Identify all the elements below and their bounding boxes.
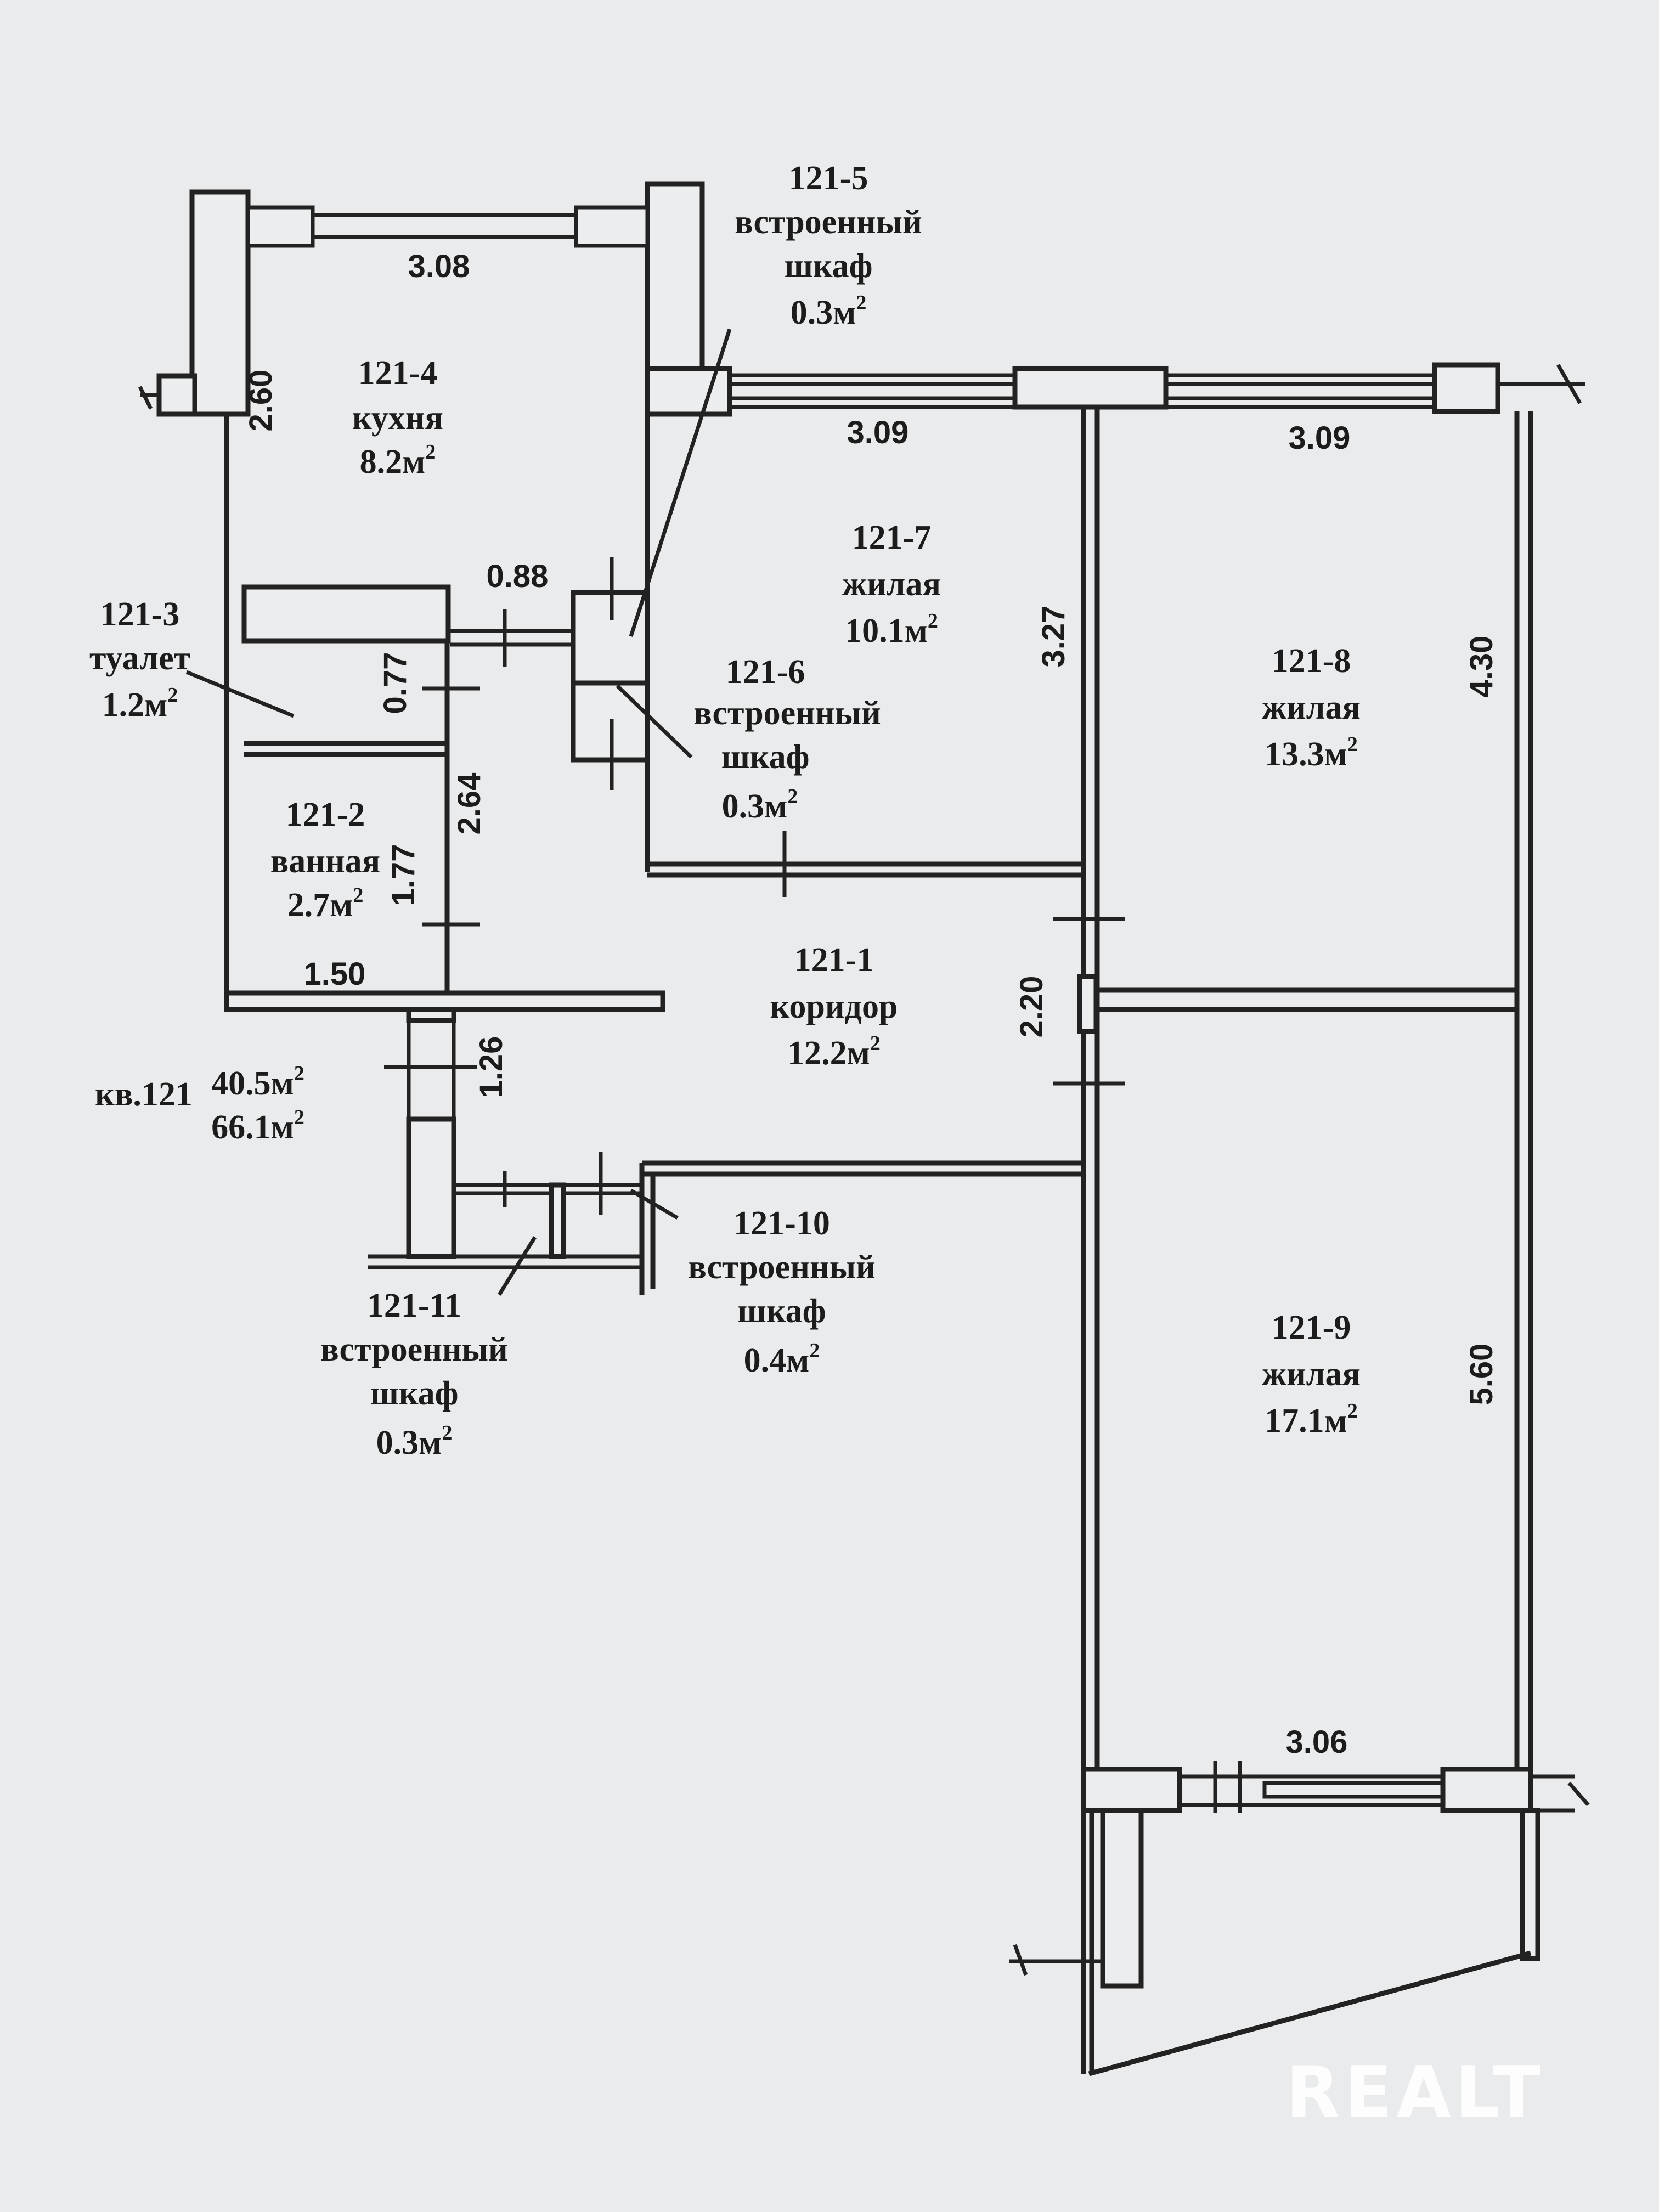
dim-kitchen-depth: 2.60 <box>243 370 279 432</box>
apartment-label: кв.121 <box>95 1076 193 1113</box>
room-label-121-5: 121-5 встроенный шкаф 0.3м2 <box>735 160 922 331</box>
room-8-walls <box>1053 362 1585 1772</box>
room-label-121-1: 121-1 коридор 12.2м2 <box>770 941 898 1072</box>
living-area: 40.5м <box>211 1065 294 1102</box>
room-name: жилая <box>842 566 941 603</box>
svg-text:8.2м2: 8.2м2 <box>360 441 436 481</box>
room-label-121-11: 121-11 встроенный шкаф 0.3м2 <box>320 1287 508 1462</box>
svg-text:0.3м2: 0.3м2 <box>376 1421 453 1462</box>
apartment-summary: кв.121 40.5м2 66.1м2 <box>95 1062 304 1146</box>
dim-bath-corridor: 2.64 <box>452 773 487 835</box>
room-id: 121-9 <box>1272 1309 1351 1346</box>
room-area: 10.1м <box>845 612 928 650</box>
dim-room7-depth: 3.27 <box>1036 606 1071 668</box>
dim-room9-width: 3.06 <box>1286 1724 1348 1760</box>
dim-entry: 1.26 <box>473 1036 509 1098</box>
room-label-121-10: 121-10 встроенный шкаф 0.4м2 <box>688 1205 876 1379</box>
svg-text:13.3м2: 13.3м2 <box>1265 733 1358 773</box>
room-name-1: встроенный <box>735 204 922 241</box>
room-area: 2.7м <box>287 887 353 924</box>
room-9-walls <box>1009 1761 1590 2076</box>
room-name: ванная <box>270 843 380 880</box>
svg-text:10.1м2: 10.1м2 <box>845 610 938 650</box>
room-name: туалет <box>89 640 190 677</box>
room-area: 0.3м <box>376 1424 442 1462</box>
room-area: 0.3м <box>791 294 856 331</box>
room-label-121-4: 121-4 кухня 8.2м2 <box>352 354 443 481</box>
closet-walls <box>571 557 650 790</box>
room-id: 121-10 <box>733 1205 830 1242</box>
dim-room8-width: 3.09 <box>1289 420 1351 456</box>
svg-text:40.5м2: 40.5м2 <box>211 1062 304 1102</box>
room-name-1: встроенный <box>688 1249 876 1286</box>
dim-room7-width: 3.09 <box>847 415 909 450</box>
svg-text:1.2м2: 1.2м2 <box>102 684 178 724</box>
dimension-labels: 3.08 2.60 3.09 3.09 3.27 4.30 0.88 0.77 … <box>243 249 1499 1760</box>
bathroom-walls <box>224 584 665 1012</box>
room-id: 121-4 <box>358 354 438 392</box>
room-label-121-8: 121-8 жилая 13.3м2 <box>1262 642 1361 773</box>
dim-bath-depth: 1.77 <box>386 844 421 906</box>
dim-toilet-depth: 0.77 <box>377 652 413 714</box>
room-id: 121-6 <box>726 653 805 691</box>
room-name: жилая <box>1262 689 1361 726</box>
room-label-121-7: 121-7 жилая 10.1м2 <box>842 519 941 650</box>
room-name-1: встроенный <box>693 695 881 732</box>
dim-room9-depth: 5.60 <box>1464 1344 1499 1406</box>
realt-watermark: REALT <box>1285 2052 1545 2134</box>
dim-room8-depth: 4.30 <box>1464 636 1499 698</box>
room-name: жилая <box>1262 1356 1361 1393</box>
room-name-2: шкаф <box>737 1293 826 1330</box>
entry-walls <box>368 1007 1084 1295</box>
room-label-121-2: 121-2 ванная 2.7м2 <box>270 796 380 924</box>
room-label-121-9: 121-9 жилая 17.1м2 <box>1262 1309 1361 1440</box>
room-id: 121-5 <box>789 160 868 197</box>
room-id: 121-11 <box>367 1287 461 1324</box>
room-area: 12.2м <box>787 1035 870 1072</box>
svg-text:12.2м2: 12.2м2 <box>787 1032 881 1072</box>
room-label-121-3: 121-3 туалет 1.2м2 <box>89 596 190 724</box>
dim-bath-width: 1.50 <box>304 956 366 992</box>
room-area: 0.4м <box>744 1342 810 1379</box>
room-id: 121-3 <box>100 596 180 633</box>
room-name: кухня <box>352 399 443 437</box>
dim-corridor-door: 2.20 <box>1014 976 1049 1038</box>
room-id: 121-1 <box>794 941 874 979</box>
room-area: 0.3м <box>722 788 788 825</box>
room-id: 121-8 <box>1272 642 1351 680</box>
room-name-1: встроенный <box>320 1331 508 1368</box>
room-name-2: шкаф <box>721 738 809 776</box>
room-area: 8.2м <box>360 443 426 481</box>
room-area: 1.2м <box>102 686 168 724</box>
svg-text:17.1м2: 17.1м2 <box>1265 1400 1358 1440</box>
svg-text:0.3м2: 0.3м2 <box>722 785 798 825</box>
svg-text:0.3м2: 0.3м2 <box>791 291 867 331</box>
room-name-2: шкаф <box>370 1375 458 1412</box>
svg-text:66.1м2: 66.1м2 <box>211 1106 304 1146</box>
dim-toilet-door: 0.88 <box>487 558 549 594</box>
room-name: коридор <box>770 988 898 1025</box>
leader-lines <box>185 328 732 1296</box>
room-name-2: шкаф <box>784 247 872 285</box>
svg-text:2.7м2: 2.7м2 <box>287 884 364 924</box>
total-area: 66.1м <box>211 1109 294 1146</box>
room-label-121-6: 121-6 встроенный шкаф 0.3м2 <box>693 653 881 825</box>
room-id: 121-7 <box>852 519 932 556</box>
svg-text:0.4м2: 0.4м2 <box>744 1339 820 1379</box>
room-area: 13.3м <box>1265 736 1347 773</box>
room-id: 121-2 <box>286 796 365 833</box>
dim-kitchen-width: 3.08 <box>408 249 470 284</box>
room-area: 17.1м <box>1265 1402 1347 1440</box>
